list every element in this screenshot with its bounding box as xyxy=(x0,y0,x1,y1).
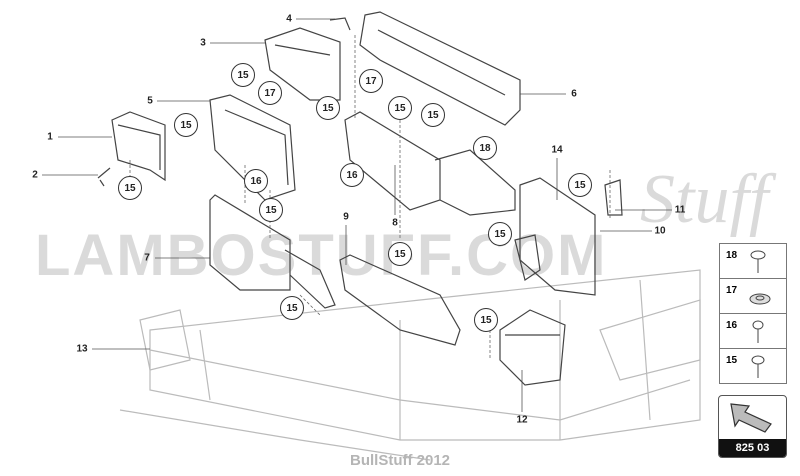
screw-washer-icon xyxy=(750,250,766,273)
fastener-callout-15: 15 xyxy=(280,296,304,320)
legend-row-16: 16 xyxy=(720,314,786,349)
screw-flange-icon xyxy=(751,355,765,378)
footer-credit: BullStuff 2012 xyxy=(349,452,451,469)
callout-10: 10 xyxy=(654,225,666,237)
legend-number: 18 xyxy=(726,250,738,261)
callout-5: 5 xyxy=(147,95,153,107)
part-7-strip xyxy=(284,249,336,309)
fastener-callout-18: 18 xyxy=(473,136,497,160)
leader-lines xyxy=(42,18,672,412)
callout-13: 13 xyxy=(76,343,88,355)
fastener-callout-17: 17 xyxy=(359,69,383,93)
callout-9: 9 xyxy=(343,211,349,223)
part-8 xyxy=(344,111,441,211)
callout-7: 7 xyxy=(144,252,150,264)
part-6 xyxy=(359,11,521,126)
diagram-code: 825 03 xyxy=(719,439,786,457)
fastener-callout-15: 15 xyxy=(316,96,340,120)
fastener-legend: 18 17 16 15 xyxy=(719,243,787,384)
part-9 xyxy=(339,254,461,346)
arrow-icon xyxy=(730,403,772,433)
part-10-bracket xyxy=(514,234,541,281)
callout-8: 8 xyxy=(392,217,398,229)
callout-2: 2 xyxy=(32,169,38,181)
fastener-callout-15: 15 xyxy=(421,103,445,127)
part-12 xyxy=(499,309,566,386)
screw-icon xyxy=(752,320,764,343)
diagram-reference: 825 03 xyxy=(718,395,787,458)
callout-14: 14 xyxy=(551,144,563,156)
part-1 xyxy=(111,111,166,182)
legend-number: 16 xyxy=(726,320,738,331)
fastener-callout-17: 17 xyxy=(258,81,282,105)
callout-3: 3 xyxy=(200,37,206,49)
legend-row-15: 15 xyxy=(720,349,786,383)
part-8-extension xyxy=(434,149,516,216)
callout-1: 1 xyxy=(47,131,53,143)
callout-12: 12 xyxy=(516,414,528,426)
fastener-callout-15: 15 xyxy=(488,222,512,246)
callout-11: 11 xyxy=(674,204,686,216)
fastener-callout-16: 16 xyxy=(244,169,268,193)
fastener-callout-15: 15 xyxy=(388,96,412,120)
legend-row-18: 18 xyxy=(720,244,786,279)
fastener-callout-15: 15 xyxy=(118,176,142,200)
part-4 xyxy=(329,17,351,31)
part-7 xyxy=(209,194,291,291)
callout-4: 4 xyxy=(286,13,292,25)
part-5 xyxy=(209,94,296,201)
part-11 xyxy=(604,179,623,216)
legend-number: 15 xyxy=(726,355,738,366)
fastener-callout-16: 16 xyxy=(340,163,364,187)
callout-6: 6 xyxy=(571,88,577,100)
watermark-script: Stuff xyxy=(640,161,769,238)
fastener-callout-15: 15 xyxy=(231,63,255,87)
legend-row-17: 17 xyxy=(720,279,786,314)
part-3 xyxy=(264,27,341,101)
legend-number: 17 xyxy=(726,285,738,296)
fastener-callout-15: 15 xyxy=(174,113,198,137)
fastener-callout-15: 15 xyxy=(388,242,412,266)
part-2 xyxy=(97,167,111,187)
chassis-frame xyxy=(119,269,701,461)
fastener-callout-15: 15 xyxy=(259,198,283,222)
fastener-callout-15: 15 xyxy=(474,308,498,332)
fastener-callout-15: 15 xyxy=(568,173,592,197)
washer-nut-icon xyxy=(749,293,771,305)
